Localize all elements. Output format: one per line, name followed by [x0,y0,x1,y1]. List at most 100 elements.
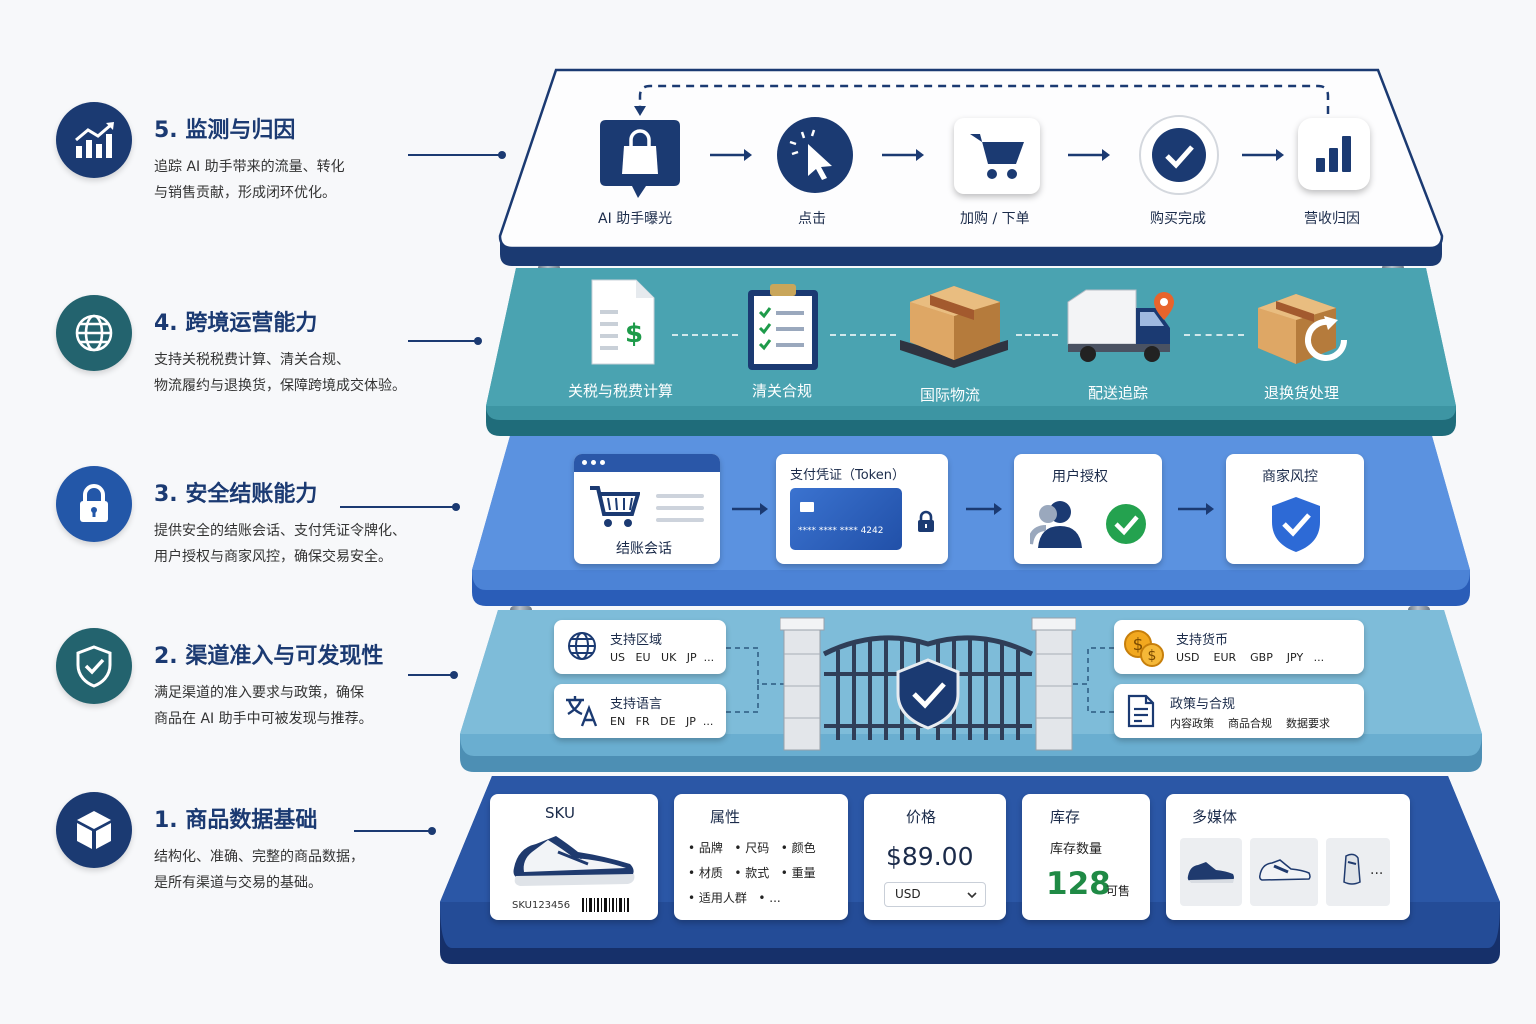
customs-label: 清关合规 [752,382,813,400]
checkout-session-label: 结账会话 [616,541,672,557]
stock-value: 128 [1046,866,1111,902]
return-box-icon [1258,294,1347,364]
click-label: 点击 [798,211,826,227]
connector-line [408,151,506,159]
sku-code: SKU123456 [512,900,571,911]
delivery-truck-icon [1067,289,1174,362]
policy-compliance-card: 政策与合规 内容政策 商品合规 数据要求 [1114,684,1364,738]
step-title: 1. 商品数据基础 [154,808,318,833]
chevron-down-icon [967,892,977,899]
step-description: 支持关税税费计算、清关合规、物流履约与退换货，保障跨境成交体验。 [154,352,406,394]
dashed-connector [672,334,738,336]
stock-unit: 可售 [1106,884,1131,898]
lock-icon [56,466,132,542]
coins-icon: $ $ [1124,630,1164,667]
payment-token-card: 支付凭证（Token） **** **** **** 4242 [776,454,948,564]
lock-icon [918,510,934,532]
connector-line [354,827,436,835]
add-to-cart-label: 加购 / 下单 [960,211,1030,227]
layer-2-channel-access: 支持区域 US EU UK JP ... 支持语言 EN FR DE JP ..… [458,606,1484,776]
step-title: 3. 安全结账能力 [154,482,318,507]
returns-label: 退换货处理 [1264,384,1340,402]
attributes-list: • 品牌 • 尺码 • 颜色 • 材质 • 款式 • 重量 • 适用人群 • .… [688,841,816,905]
connector-line [408,337,482,345]
purchase-complete-label: 购买完成 [1150,211,1206,227]
currencies-values: USD EUR GBP JPY ... [1176,651,1325,664]
arrow-right-icon [1242,149,1284,161]
cart-icon [590,486,640,527]
cart-icon-tile [954,118,1040,194]
layer-5-monitoring: AI 助手曝光 点击 加购 / 下单 购买完成 [498,68,1444,268]
stock-subtitle: 库存数量 [1050,842,1103,857]
clipboard-checklist-icon [748,284,818,370]
media-thumb-1[interactable] [1180,838,1242,906]
window-titlebar [574,454,720,472]
languages-title: 支持语言 [610,697,663,712]
arrow-right-icon [966,503,1002,515]
cube-icon [56,792,132,868]
feedback-loop-arrow [634,84,1330,116]
translate-icon [566,696,598,727]
policy-document-icon [1127,694,1155,728]
step-description: 提供安全的结账会话、支付凭证令牌化、用户授权与商家风控，确保交易安全。 [154,523,406,565]
payment-token-title: 支付凭证（Token） [790,468,905,483]
step-title: 4. 跨境运营能力 [154,311,318,336]
attributes-card: 属性 • 品牌 • 尺码 • 颜色 • 材质 • 款式 • 重量 • 适用人群 … [674,794,848,920]
dashed-connector [1184,334,1244,336]
price-title: 价格 [906,808,937,826]
languages-values: EN FR DE JP ... [610,715,714,728]
layer-4-crossborder: $ 关税与税费计算 清关合规 国际物流 [484,264,1458,438]
price-value: $89.00 [886,842,974,871]
user-authorization-title: 用户授权 [1052,469,1108,485]
globe-icon [56,295,132,371]
pallet-box-icon [900,286,1008,368]
policy-title: 政策与合规 [1170,697,1236,712]
connector-line [340,503,460,511]
media-thumb-2[interactable] [1250,838,1318,906]
svg-text:$: $ [625,319,643,349]
cursor-click-icon [777,117,853,193]
sku-title: SKU [545,804,575,822]
barcode-icon [582,898,629,912]
stock-card: 库存 库存数量 128 可售 [1022,794,1150,920]
credit-card-icon: **** **** **** 4242 [790,488,902,550]
shield-check-icon [56,628,132,704]
trend-chart-icon [56,102,132,178]
regions-values: US EU UK JP ... [610,651,715,664]
checkout-session-card: 结账会话 [574,454,720,564]
currency-select[interactable]: USD [884,882,986,907]
check-circle-icon [1139,115,1219,195]
logistics-label: 国际物流 [920,386,981,404]
user-authorization-card: 用户授权 [1014,454,1162,564]
bar-chart-icon [1316,136,1351,172]
merchant-risk-title: 商家风控 [1262,469,1318,485]
tax-label: 关税与税费计算 [568,382,674,400]
connector-line [408,671,458,679]
arrow-right-icon [882,149,924,161]
media-title: 多媒体 [1192,808,1238,826]
gate-icon [780,617,1076,751]
currencies-title: 支持货币 [1176,633,1229,648]
media-thumb-3[interactable]: ... [1326,838,1390,906]
dashed-connector [830,334,896,336]
attributes-title: 属性 [710,808,741,826]
media-card: 多媒体 ... [1166,794,1410,920]
revenue-attribution-label: 营收归因 [1304,211,1360,227]
supported-languages-card: 支持语言 EN FR DE JP ... [554,684,726,738]
arrow-right-icon [1068,149,1110,161]
cart-icon [970,134,1024,179]
dashed-connector [1016,334,1058,336]
bar-chart-icon-tile [1298,118,1370,190]
arrow-right-icon [732,503,768,515]
sneaker-icon [513,836,635,886]
stock-title: 库存 [1050,808,1081,826]
sku-card: SKU SKU123456 [490,794,658,920]
dashed-connectors [726,647,1114,713]
globe-icon [568,632,596,660]
user-check-icon [1030,501,1146,548]
layer-3-secure-checkout: 结账会话 支付凭证（Token） **** **** **** 4242 用户授… [470,432,1472,608]
shield-check-icon [1272,497,1320,552]
policy-values: 内容政策 商品合规 数据要求 [1170,717,1330,730]
merchant-risk-card: 商家风控 [1226,454,1364,564]
price-card: 价格 $89.00 USD [864,794,1006,920]
